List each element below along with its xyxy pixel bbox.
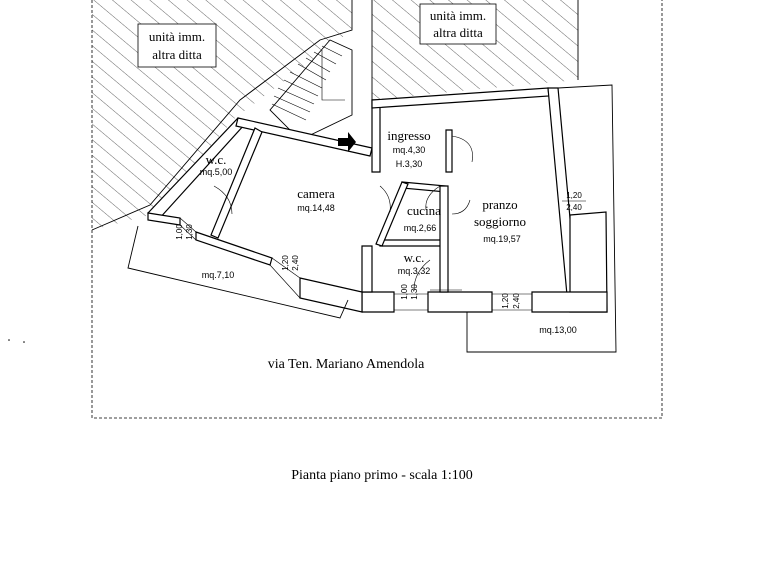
window-wc-left-dims: 1,00 1,30 (175, 224, 194, 240)
room-area: mq.4,30 (393, 145, 426, 155)
property-boundary (91, 0, 663, 419)
room-cucina: cucina mq.2,66 (404, 203, 441, 233)
balcony-right-area: mq.13,00 (539, 325, 577, 335)
window-width: 1,00 (400, 284, 409, 300)
neighbor-label-right: unità imm. altra ditta (419, 3, 497, 45)
room-wc-left: w.c. mq.5,00 (200, 152, 233, 177)
window-wc-center-dims: 1,00 1,30 (400, 284, 419, 300)
room-name-line1: pranzo (482, 197, 517, 212)
room-pranzo-soggiorno: pranzo soggiorno mq.19,57 (474, 197, 526, 244)
window-width: 1,20 (281, 255, 290, 271)
room-name: w.c. (404, 250, 425, 265)
room-name: ingresso (387, 128, 430, 143)
neighbor-label-left: unità imm. altra ditta (137, 23, 217, 68)
room-wc-center: w.c. mq.3,32 (398, 250, 431, 276)
neighbor-left-line1: unità imm. (149, 29, 205, 44)
window-width: 1,20 (566, 191, 582, 200)
door-swings (213, 135, 473, 291)
window-height: 1,30 (410, 284, 419, 300)
window-pranzo-right-dims: 1,20 2,40 (562, 191, 586, 212)
room-area: mq.14,48 (297, 203, 335, 213)
window-height: 2,40 (566, 203, 582, 212)
building-walls (147, 87, 608, 313)
room-camera: camera mq.14,48 (297, 186, 335, 213)
street-name: via Ten. Mariano Amendola (268, 357, 425, 372)
room-name: camera (297, 186, 335, 201)
room-area: mq.19,57 (483, 234, 521, 244)
balcony-left-area: mq.7,10 (202, 270, 235, 280)
window-height: 2,40 (512, 293, 521, 309)
neighbor-right-line1: unità imm. (430, 8, 486, 23)
staircase (269, 39, 353, 141)
neighbor-left-line2: altra ditta (152, 47, 202, 62)
window-height: 1,30 (185, 224, 194, 240)
room-name: cucina (407, 203, 441, 218)
room-area: mq.5,00 (200, 167, 233, 177)
room-ingresso: ingresso mq.4,30 H.3,30 (387, 128, 430, 169)
window-height: 2,40 (291, 255, 300, 271)
window-width: 1,20 (501, 293, 510, 309)
entrance-arrow-icon (338, 132, 356, 152)
room-name-line2: soggiorno (474, 214, 526, 229)
room-area: mq.2,66 (404, 223, 437, 233)
room-height: H.3,30 (396, 159, 423, 169)
room-name: w.c. (206, 152, 227, 167)
window-openings (179, 217, 532, 311)
stray-marks (8, 339, 25, 343)
balcony-left (127, 225, 349, 319)
balcony-right (466, 84, 617, 353)
window-camera-dims: 1,20 2,40 (281, 255, 300, 271)
room-area: mq.3,32 (398, 266, 431, 276)
window-pranzo-bottom-dims: 1,20 2,40 (501, 293, 521, 309)
window-width: 1,00 (175, 224, 184, 240)
drawing-caption: Pianta piano primo - scala 1:100 (291, 468, 473, 483)
neighbor-right-line2: altra ditta (433, 25, 483, 40)
